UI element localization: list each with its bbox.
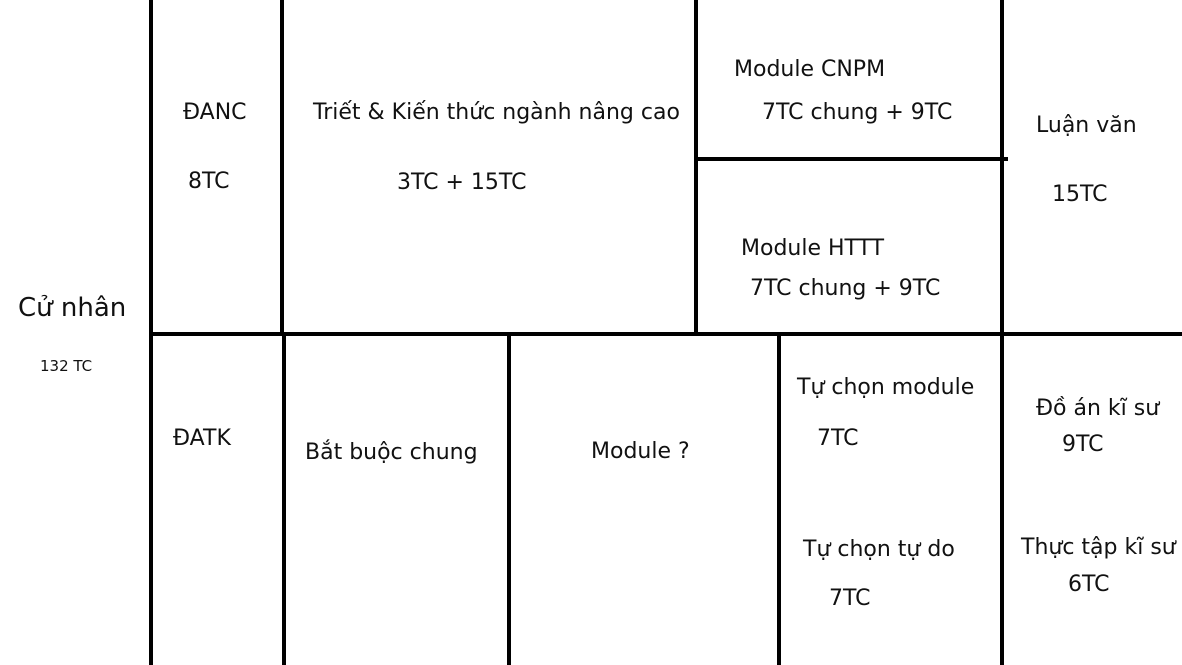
module-unknown-title: Module ? <box>591 439 690 464</box>
luan-van-title: Luận văn <box>1036 113 1137 138</box>
bachelor-label: Cử nhân <box>18 293 127 323</box>
do-an-ki-su-title: Đồ án kĩ sư <box>1036 396 1160 421</box>
danc-credits: 8TC <box>188 169 230 194</box>
luan-van-credits: 15TC <box>1052 182 1108 207</box>
tu-chon-tu-do-credits: 7TC <box>829 586 871 611</box>
module-cnpm-credits: 7TC chung + 9TC <box>762 100 953 125</box>
module-httt-title: Module HTTT <box>741 236 885 261</box>
datk-title: ĐATK <box>173 426 231 451</box>
module-httt-credits: 7TC chung + 9TC <box>750 276 941 301</box>
tu-chon-module-title: Tự chọn module <box>797 375 975 400</box>
thuc-tap-ki-su-title: Thực tập kĩ sư <box>1021 535 1176 560</box>
tu-chon-module-credits: 7TC <box>817 426 859 451</box>
triet-title: Triết & Kiến thức ngành nâng cao <box>313 100 680 125</box>
tu-chon-tu-do-title: Tự chọn tự do <box>803 537 955 562</box>
bachelor-credits: 132 TC <box>40 357 93 375</box>
danc-title: ĐANC <box>183 100 247 125</box>
module-cnpm-title: Module CNPM <box>734 57 886 82</box>
triet-credits: 3TC + 15TC <box>397 170 527 195</box>
do-an-ki-su-credits: 9TC <box>1062 432 1104 457</box>
bat-buoc-title: Bắt buộc chung <box>305 440 478 465</box>
thuc-tap-ki-su-credits: 6TC <box>1068 572 1110 597</box>
